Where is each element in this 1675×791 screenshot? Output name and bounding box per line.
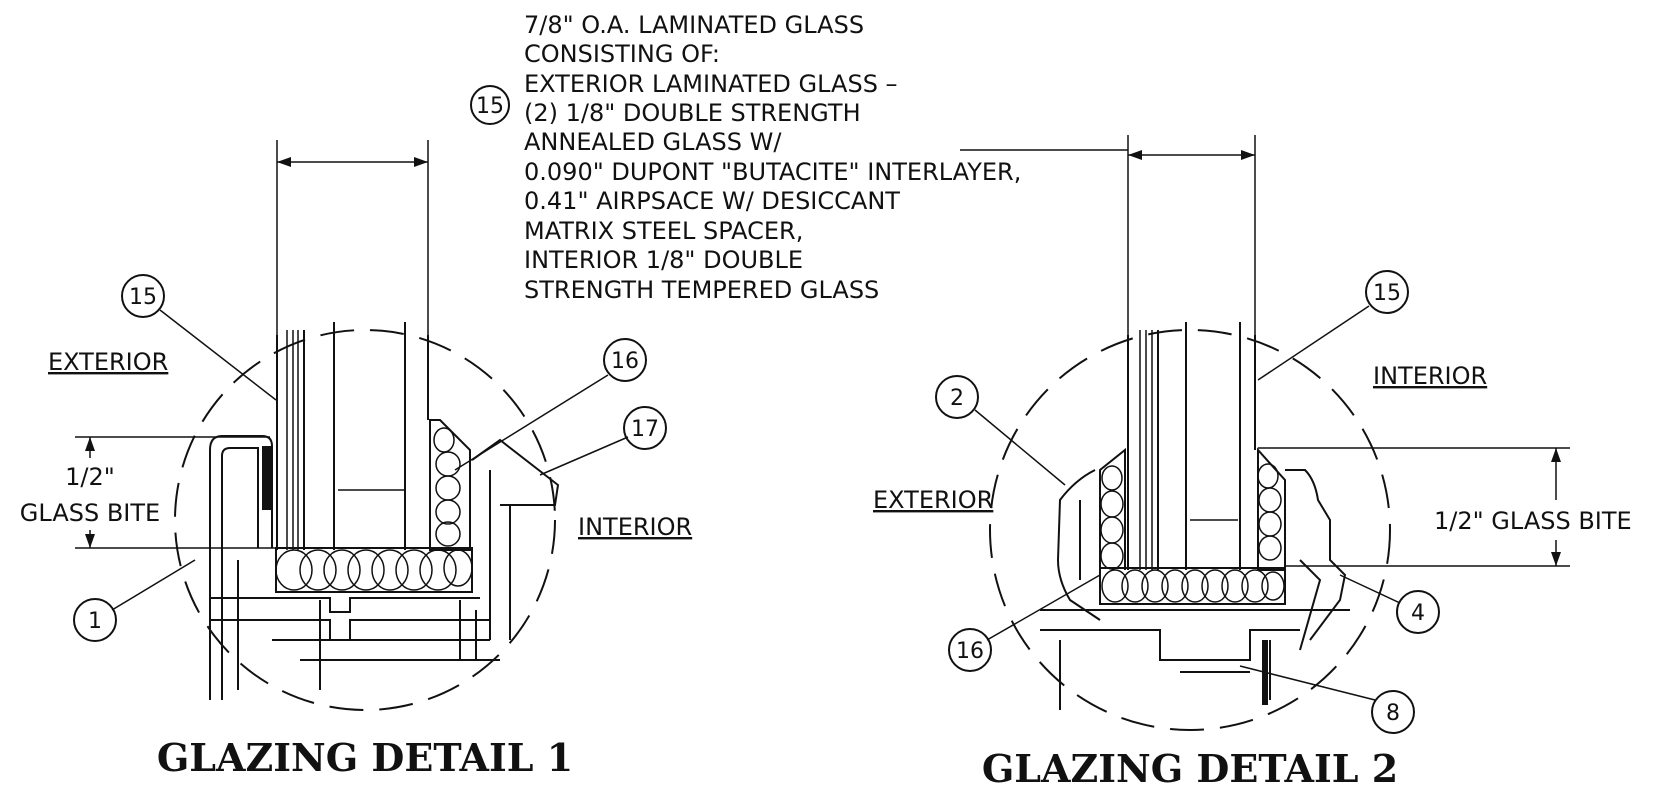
detail1-thickness-dimension	[276, 140, 429, 340]
detail1-glass-unit	[276, 322, 429, 550]
spec-note-line-9: INTERIOR 1/8" DOUBLE	[524, 246, 803, 274]
detail2-interior-label: INTERIOR	[1373, 362, 1487, 390]
detail1-callout-circle	[174, 329, 556, 711]
detail1-bubble-1-text: 1	[88, 609, 102, 634]
detail2-exterior-gasket	[1056, 447, 1126, 621]
detail2-bubble-2-text: 2	[950, 386, 964, 411]
detail2-bubble-8-text: 8	[1386, 701, 1400, 726]
glazing-detail-2: 1/2" GLASS BITE EXTERIOR INTERIOR 15 2 1…	[873, 135, 1632, 791]
detail1-interior-label: INTERIOR	[578, 513, 692, 541]
detail2-bite-label: 1/2" GLASS BITE	[1434, 507, 1632, 535]
detail2-bubble-8: 8	[1239, 665, 1415, 734]
detail2-frame-profile	[1040, 609, 1350, 710]
detail1-bubble-17: 17	[539, 406, 667, 476]
spec-note-line-7: 0.41" AIRPSACE W/ DESICCANT	[524, 187, 900, 215]
detail2-bubble-15-text: 15	[1373, 281, 1401, 306]
spec-note-line-5: ANNEALED GLASS W/	[524, 128, 782, 156]
detail2-bubble-16-text: 16	[956, 639, 984, 664]
detail2-bubble-4-text: 4	[1411, 601, 1425, 626]
spec-note-bubble: 15	[470, 85, 510, 125]
spec-note: 7/8" O.A. LAMINATED GLASS CONSISTING OF:…	[470, 11, 1021, 304]
detail1-bite-label: GLASS BITE	[20, 499, 160, 527]
detail1-bubble-16: 16	[454, 338, 647, 471]
detail2-thickness-dimension	[960, 135, 1256, 340]
detail2-setting-block	[1099, 567, 1286, 605]
detail1-bubble-15-text: 15	[129, 285, 157, 310]
glazing-detail-1: 1/2" GLASS BITE EXTERIOR INTERIOR 15 16 …	[20, 140, 692, 780]
detail2-glass-bite-dimension: 1/2" GLASS BITE	[1258, 447, 1632, 567]
spec-note-line-8: MATRIX STEEL SPACER,	[524, 217, 803, 245]
detail1-setting-block	[275, 547, 473, 593]
detail1-title: GLAZING DETAIL 1	[157, 735, 573, 780]
spec-note-line-4: (2) 1/8" DOUBLE STRENGTH	[524, 99, 861, 127]
detail2-exterior-label: EXTERIOR	[873, 486, 993, 514]
detail2-bubble-15: 15	[1257, 270, 1409, 381]
spec-note-line-1: 7/8" O.A. LAMINATED GLASS	[524, 11, 864, 39]
spec-note-line-2: CONSISTING OF:	[524, 40, 720, 68]
spec-note-line-10: STRENGTH TEMPERED GLASS	[524, 276, 879, 304]
detail2-callout-circle	[989, 329, 1391, 731]
spec-note-line-6: 0.090" DUPONT "BUTACITE" INTERLAYER,	[524, 158, 1021, 186]
detail1-glazing-tape	[262, 446, 272, 510]
detail1-bubble-17-text: 17	[631, 417, 659, 442]
detail1-frame-profile	[209, 435, 500, 700]
detail2-bubble-2: 2	[935, 375, 1066, 486]
detail2-glass-unit	[1127, 322, 1256, 570]
detail1-interior-gasket	[429, 419, 560, 640]
detail2-interior-gasket	[1257, 447, 1347, 651]
detail1-glass-bite-dimension: 1/2" GLASS BITE	[20, 436, 275, 549]
detail1-bite-value: 1/2"	[65, 463, 115, 491]
detail2-title: GLAZING DETAIL 2	[982, 746, 1398, 791]
detail2-bubble-4: 4	[1339, 574, 1440, 634]
detail1-bubble-16-text: 16	[611, 349, 639, 374]
detail1-bubble-1: 1	[73, 559, 196, 642]
detail1-exterior-label: EXTERIOR	[48, 348, 168, 376]
detail2-bubble-16: 16	[948, 574, 1101, 672]
spec-note-line-3: EXTERIOR LAMINATED GLASS –	[524, 70, 898, 98]
detail1-bubble-15: 15	[121, 274, 277, 401]
spec-note-bubble-text: 15	[476, 94, 504, 119]
